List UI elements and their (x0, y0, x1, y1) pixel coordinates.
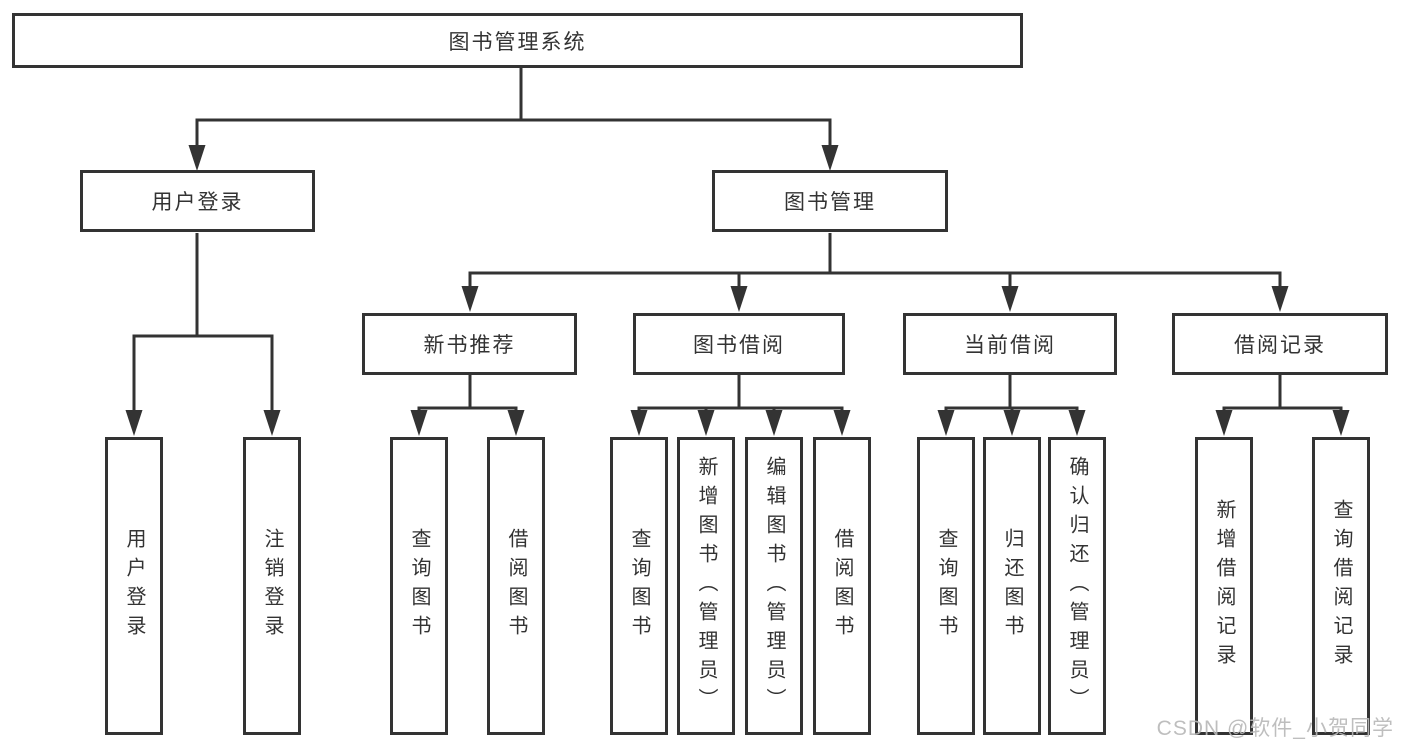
leaf-confirm-return-admin: 确认归还（管理员） (1048, 437, 1106, 735)
leaf-label: 归还图书 (1001, 528, 1023, 644)
leaf-label: 新增图书（管理员） (695, 455, 717, 717)
leaf-label: 编辑图书（管理员） (763, 455, 785, 717)
leaf-label: 确认归还（管理员） (1066, 455, 1088, 717)
leaf-user-login: 用户登录 (105, 437, 163, 735)
leaf-label: 新增借阅记录 (1213, 499, 1235, 673)
leaf-label: 查询图书 (628, 528, 650, 644)
csdn-watermark: CSDN @软件_小贺同学 (1156, 717, 1394, 740)
leaf-return-books: 归还图书 (983, 437, 1041, 735)
leaf-label: 查询图书 (408, 528, 430, 644)
leaf-add-books-admin: 新增图书（管理员） (677, 437, 735, 735)
node-book-borrowing: 图书借阅 (633, 313, 845, 375)
leaf-label: 注销登录 (261, 528, 283, 644)
leaf-query-borrow-record: 查询借阅记录 (1312, 437, 1370, 735)
leaf-query-books-borrowing: 查询图书 (610, 437, 668, 735)
leaf-query-books-newbook: 查询图书 (390, 437, 448, 735)
leaf-label: 借阅图书 (831, 528, 853, 644)
leaf-edit-books-admin: 编辑图书（管理员） (745, 437, 803, 735)
leaf-label: 借阅图书 (505, 528, 527, 644)
leaf-add-borrow-record: 新增借阅记录 (1195, 437, 1253, 735)
leaf-label: 查询借阅记录 (1330, 499, 1352, 673)
leaf-query-books-current: 查询图书 (917, 437, 975, 735)
leaf-logout: 注销登录 (243, 437, 301, 735)
node-user-login: 用户登录 (80, 170, 315, 232)
node-root-system: 图书管理系统 (12, 13, 1023, 68)
node-book-management: 图书管理 (712, 170, 948, 232)
leaf-label: 查询图书 (935, 528, 957, 644)
node-new-book-recommend: 新书推荐 (362, 313, 577, 375)
leaf-borrow-books-borrowing: 借阅图书 (813, 437, 871, 735)
node-borrowing-records: 借阅记录 (1172, 313, 1388, 375)
leaf-borrow-books-newbook: 借阅图书 (487, 437, 545, 735)
leaf-label: 用户登录 (123, 528, 145, 644)
node-current-borrowing: 当前借阅 (903, 313, 1117, 375)
